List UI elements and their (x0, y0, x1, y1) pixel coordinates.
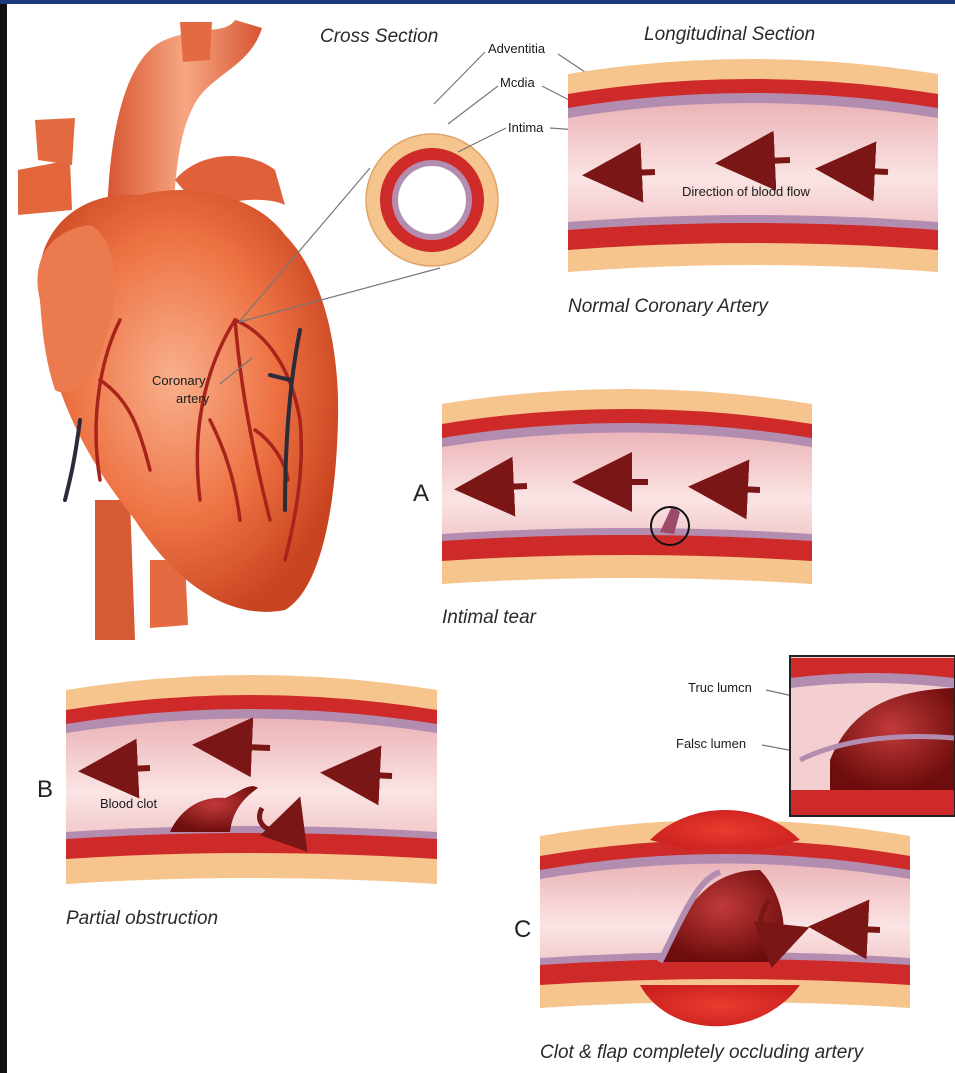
bottom-bulge (640, 985, 800, 1026)
blood-clot-label: Blood clot (100, 796, 157, 811)
artery-c-section (540, 810, 910, 1026)
letter-b: B (37, 776, 53, 804)
letter-a: A (413, 480, 429, 508)
partial-obstruction-caption: Partial obstruction (66, 908, 218, 930)
cross-section-title: Cross Section (320, 26, 438, 48)
true-lumen-label: Truc lumcn (688, 680, 752, 695)
descending-aorta (95, 500, 135, 640)
intimal-tear-caption: Intimal tear (442, 607, 536, 629)
cross-section (366, 134, 498, 266)
adventitia-label: Adventitia (488, 41, 545, 56)
occluding-caption: Clot & flap completely occluding artery (540, 1042, 863, 1064)
heart-illustration (18, 20, 338, 640)
coronary-label-line1: Coronary (152, 373, 205, 388)
top-bulge (650, 810, 800, 850)
pulmonary-vein-left (18, 160, 72, 215)
pulmonary-vein-upper (35, 118, 75, 165)
coronary-label-line2: artery (176, 391, 209, 406)
blood-flow-direction-label: Direction of blood flow (682, 184, 810, 199)
letter-c: C (514, 916, 531, 944)
false-lumen-label: Falsc lumen (676, 736, 746, 751)
artery-a-section (442, 389, 812, 584)
longitudinal-section-title: Longitudinal Section (644, 24, 815, 46)
normal-artery-caption: Normal Coronary Artery (568, 296, 768, 318)
artery-b-section (66, 675, 437, 884)
media-label: Mcdia (500, 75, 535, 90)
normal-artery-section (568, 59, 938, 272)
lumen-inset (790, 656, 955, 816)
intima-label: Intima (508, 120, 543, 135)
